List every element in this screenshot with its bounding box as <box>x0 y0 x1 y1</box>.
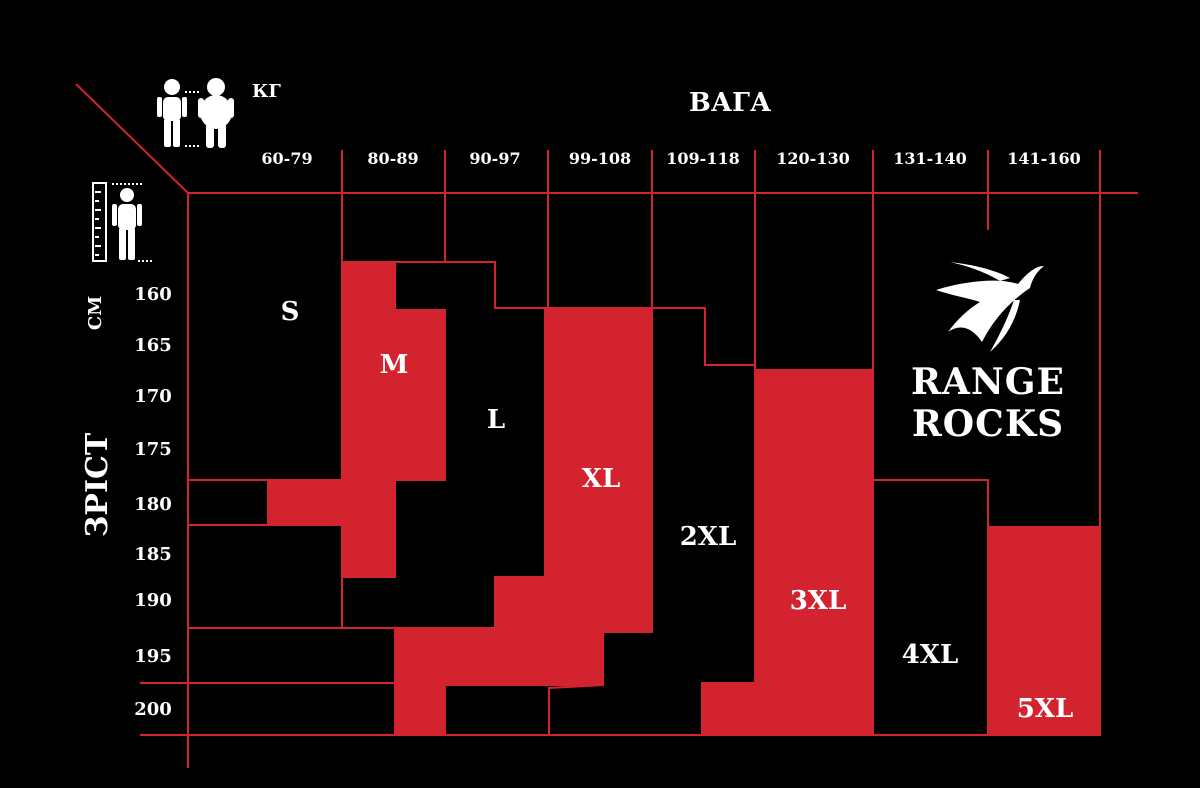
height-tick-label: 200 <box>134 699 172 720</box>
height-tick-label: 185 <box>134 544 172 565</box>
size-labels: S M L XL 2XL 3XL 4XL 5XL <box>281 297 1074 724</box>
weight-tick-label: 131-140 <box>893 149 966 168</box>
weight-tick-labels: 60-79 80-89 90-97 99-108 109-118 120-130 131-1… <box>261 149 1080 168</box>
height-tick-label: 195 <box>134 646 172 667</box>
height-tick-label: 160 <box>134 284 172 305</box>
size-label-L: L <box>487 405 505 435</box>
weight-tick-label: 90-97 <box>469 149 520 168</box>
weight-tick-label: 80-89 <box>367 149 418 168</box>
height-tick-label: 165 <box>134 335 172 356</box>
height-tick-label: 190 <box>134 590 172 611</box>
x-axis-unit: КГ <box>252 81 281 102</box>
weight-tick-label: 99-108 <box>569 149 631 168</box>
size-label-3XL: 3XL <box>790 586 847 616</box>
y-axis-title: ЗРІСТ <box>80 432 115 537</box>
brand-name-line1: RANGE <box>911 361 1065 403</box>
weight-tick-label: 60-79 <box>261 149 312 168</box>
size-label-S: S <box>281 297 300 327</box>
size-label-4XL: 4XL <box>902 640 959 670</box>
x-axis-title: ВАГА <box>689 88 771 118</box>
size-label-XL: XL <box>582 464 620 494</box>
size-label-2XL: 2XL <box>680 522 737 552</box>
weight-people-icon <box>157 78 234 148</box>
weight-tick-label: 109-118 <box>666 149 739 168</box>
weight-tick-label: 120-130 <box>776 149 849 168</box>
height-tick-label: 175 <box>134 439 172 460</box>
height-tick-label: 180 <box>134 494 172 515</box>
height-tick-labels: 160 165 170 175 180 185 190 195 200 <box>134 284 172 720</box>
size-label-M: M <box>380 350 409 380</box>
region-S <box>187 192 343 481</box>
diagonal-corner-line <box>75 83 189 194</box>
height-tick-label: 170 <box>134 386 172 407</box>
swallow-logo-icon <box>936 262 1044 352</box>
brand-name-line2: ROCKS <box>912 403 1064 445</box>
size-label-5XL: 5XL <box>1017 694 1074 724</box>
y-axis-unit: СМ <box>85 296 106 330</box>
region-4XL <box>872 479 989 736</box>
height-ruler-icon <box>92 182 152 262</box>
weight-tick-label: 141-160 <box>1007 149 1080 168</box>
